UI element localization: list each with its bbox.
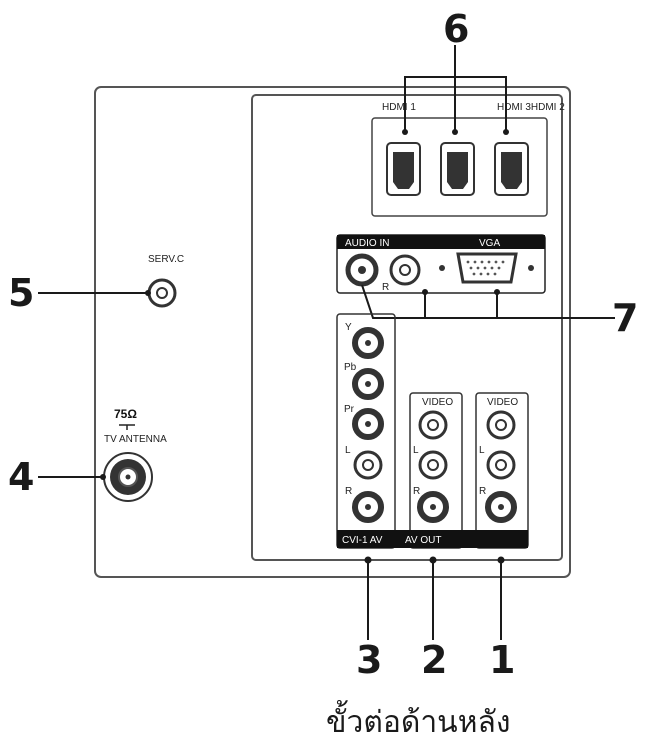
av-out-bar-label: AV OUT bbox=[405, 535, 441, 546]
cvi-pr-label: Pr bbox=[344, 404, 355, 415]
av-l-jack bbox=[418, 450, 448, 480]
callout-2: 2 bbox=[421, 638, 447, 682]
v1-r-label: R bbox=[479, 486, 486, 497]
cvi-pb-jack bbox=[352, 368, 384, 400]
av-l-label: L bbox=[413, 445, 419, 456]
callout-4: 4 bbox=[8, 455, 34, 499]
callout-3: 3 bbox=[356, 638, 382, 682]
callout-123-dots bbox=[364, 556, 505, 564]
cvi-y-label: Y bbox=[345, 322, 352, 333]
callout-5: 5 bbox=[8, 271, 34, 315]
v1-l-jack bbox=[486, 450, 516, 480]
cvi-pr-jack bbox=[352, 408, 384, 440]
callout-6-leaders bbox=[404, 45, 507, 130]
v1-l-label: L bbox=[479, 445, 485, 456]
v1-video-jack bbox=[486, 410, 516, 440]
cvi-l-label: L bbox=[345, 445, 351, 456]
callout-5-dot bbox=[145, 290, 151, 296]
hdmi1-label: HDMI 1 bbox=[382, 102, 416, 113]
av-r-jack bbox=[417, 491, 449, 523]
callout-4-dot bbox=[100, 474, 106, 480]
antenna-jack bbox=[103, 452, 153, 502]
antenna-ohm-label: 75Ω bbox=[114, 407, 137, 421]
av-video-label: VIDEO bbox=[422, 397, 453, 408]
bottom-label-bar bbox=[337, 530, 528, 548]
hdmi1-port bbox=[386, 142, 421, 196]
cvi-r-label: R bbox=[345, 486, 352, 497]
hdmi-box bbox=[371, 117, 548, 217]
cvi-bar-label: CVI-1 AV bbox=[342, 535, 383, 546]
callout-7-dots bbox=[422, 289, 500, 295]
callout-7-leaders bbox=[361, 284, 615, 319]
callout-123-leaders bbox=[367, 560, 502, 640]
cvi-l-jack bbox=[353, 450, 383, 480]
av-video-jack bbox=[418, 410, 448, 440]
cvi-r-jack bbox=[352, 491, 384, 523]
outer-panel bbox=[94, 86, 571, 578]
antenna-label: TV ANTENNA bbox=[104, 434, 167, 445]
cvi-pb-label: Pb bbox=[344, 362, 357, 373]
antenna-ground-symbol bbox=[119, 424, 135, 430]
audio-in-right-jack bbox=[389, 254, 421, 286]
hdmi3-port bbox=[440, 142, 475, 196]
callout-7: 7 bbox=[612, 296, 638, 340]
v1-r-jack bbox=[485, 491, 517, 523]
audio-vga-header bbox=[337, 235, 545, 249]
av-r-label: R bbox=[413, 486, 420, 497]
audio-in-left-jack bbox=[345, 253, 379, 287]
audio-in-label: AUDIO IN bbox=[345, 238, 389, 249]
hdmi2-port bbox=[494, 142, 529, 196]
vga-port bbox=[439, 252, 534, 284]
callout-6-dots bbox=[402, 129, 509, 135]
v1-video-label: VIDEO bbox=[487, 397, 518, 408]
cvi-y-jack bbox=[352, 327, 384, 359]
inner-panel bbox=[251, 94, 563, 561]
vga-label: VGA bbox=[479, 238, 500, 249]
audio-r-label: R bbox=[382, 282, 389, 293]
caption: ขั้วต่อด้านหลัง bbox=[326, 700, 511, 740]
callout-6: 6 bbox=[443, 7, 469, 51]
callout-1: 1 bbox=[489, 638, 515, 682]
serv-c-label: SERV.C bbox=[148, 254, 184, 265]
hdmi3-hdmi2-label: HDMI 3HDMI 2 bbox=[497, 102, 565, 113]
serv-c-jack bbox=[147, 278, 177, 308]
